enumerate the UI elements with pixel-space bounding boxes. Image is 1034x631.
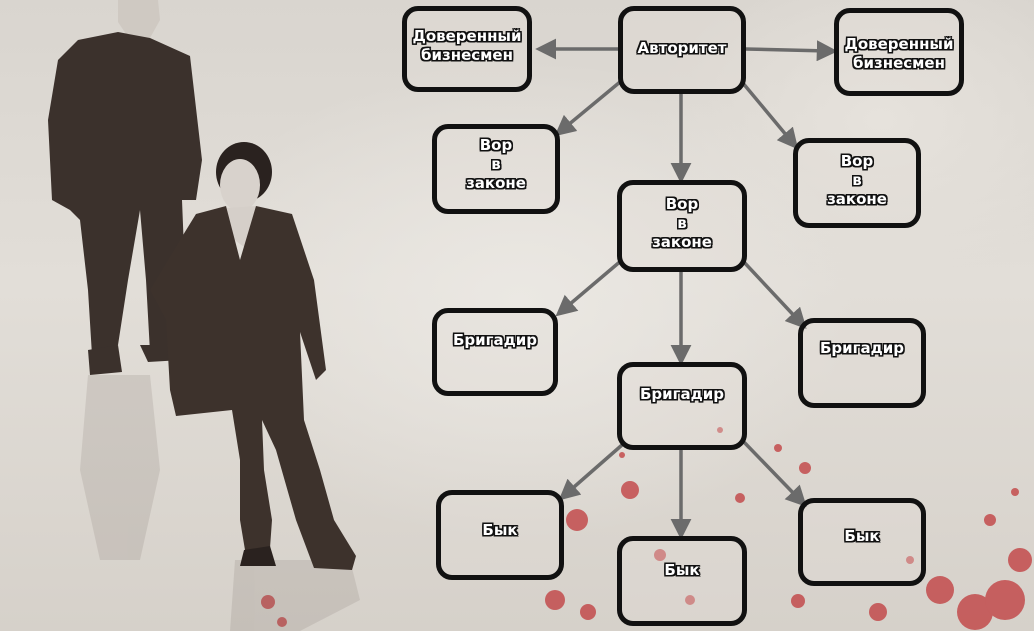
node-label: Вор в законе xyxy=(827,152,887,208)
node-biz-right: Доверенный бизнесмен xyxy=(834,8,964,96)
arrow-vor-center-to-brig-right xyxy=(740,258,807,330)
node-avtoritet: Авторитет xyxy=(618,6,746,94)
node-byk-left: Бык xyxy=(436,490,564,580)
node-label: Вор в законе xyxy=(652,195,712,251)
arrow-brig-center-to-byk-left xyxy=(558,443,624,501)
node-label: Авторитет xyxy=(637,39,727,57)
node-label: Бригадир xyxy=(819,339,904,357)
node-label: Бык xyxy=(844,527,880,545)
arrow-avtoritet-to-vor-right xyxy=(740,80,799,150)
arrow-avtoritet-to-vor-left xyxy=(554,80,622,137)
floor-reflection xyxy=(80,375,360,631)
node-vor-left: Вор в законе xyxy=(432,124,560,214)
node-byk-center: Бык xyxy=(617,536,747,626)
node-vor-right: Вор в законе xyxy=(793,138,921,228)
arrow-vor-center-to-brig-left xyxy=(555,258,624,317)
node-label: Вор в законе xyxy=(466,136,526,192)
node-brig-left: Бригадир xyxy=(432,308,558,396)
arrow-avtoritet-to-biz-right xyxy=(744,40,838,62)
node-brig-right: Бригадир xyxy=(798,318,926,408)
node-label: Бригадир xyxy=(452,331,537,349)
node-label: Бык xyxy=(664,561,700,579)
node-label: Доверенный бизнесмен xyxy=(844,35,954,72)
node-vor-center: Вор в законе xyxy=(617,180,747,272)
blood-splatter xyxy=(261,427,1032,630)
node-label: Бык xyxy=(482,521,518,539)
node-brig-center: Бригадир xyxy=(617,362,747,450)
silhouette-man-leaning xyxy=(150,142,356,570)
node-label: Бригадир xyxy=(639,385,724,403)
arrow-brig-center-to-byk-right xyxy=(740,438,807,508)
node-byk-right: Бык xyxy=(798,498,926,586)
node-biz-left: Доверенный бизнесмен xyxy=(402,6,532,92)
node-label: Доверенный бизнесмен xyxy=(412,27,522,64)
